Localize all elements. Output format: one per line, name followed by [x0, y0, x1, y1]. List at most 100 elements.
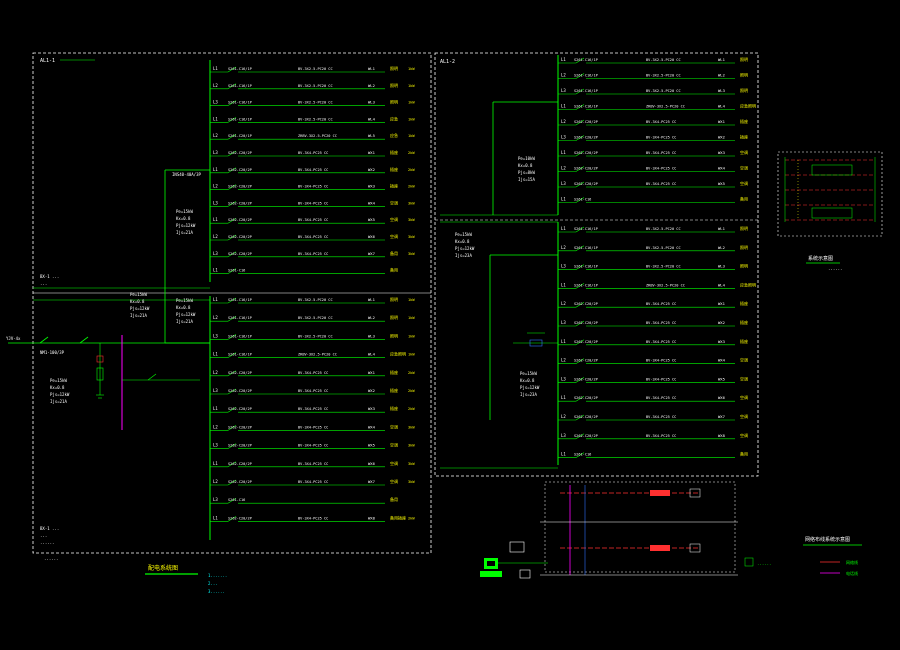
svg-text:Pe=15kW: Pe=15kW [130, 292, 147, 297]
right-panel-tag: AL1-2 [440, 59, 455, 65]
right-lower-kind: 插座 [740, 319, 748, 325]
right-lower-cable: BV-3X4-PC25 CC [646, 321, 676, 325]
right-upper-breaker: S261-C16/1P [574, 74, 598, 78]
left-upper-breaker: S261-C16/1P [228, 67, 252, 71]
left-upper-breaker: S262-C20/2P [228, 201, 252, 205]
right-upper-phase: L2 [561, 166, 566, 171]
right-lower-breaker: S262-C20/2P [574, 434, 598, 438]
right-lower-phase: L2 [561, 301, 566, 306]
right-lower-phase: L1 [561, 226, 566, 231]
svg-text:Pjs=12kW: Pjs=12kW [50, 392, 70, 397]
left-upper-id: WL1 [368, 66, 376, 71]
left-upper-phase: L3 [213, 150, 218, 155]
left-lower-load: 2kW [408, 371, 415, 375]
right-upper-kind: 插座 [740, 134, 748, 140]
right-upper-phase: L2 [561, 119, 566, 124]
left-lower-load: 3kW [408, 444, 415, 448]
right-lower-phase: L3 [561, 376, 566, 381]
left-lower-phase: L2 [213, 479, 218, 484]
right-upper-cable: BV-3X4-PC25 CC [646, 167, 676, 171]
left-lower-phase: L3 [213, 333, 218, 338]
left-lower-id: WX6 [368, 461, 376, 466]
left-lower-breaker: S262-C20/2P [228, 480, 252, 484]
right-upper-id: WL2 [718, 73, 725, 78]
svg-text:Kx=0.8: Kx=0.8 [455, 239, 470, 244]
left-upper-breaker: S261-C16 [228, 269, 245, 273]
right-upper-cable: BV-3X4-PC25 CC [646, 151, 676, 155]
left-lower-id: WL4 [368, 352, 376, 357]
left-lower-phase: L3 [213, 497, 218, 502]
right-lower-phase: L3 [561, 320, 566, 325]
right-upper-cable: BV-3X4-PC25 CC [646, 120, 676, 124]
right-upper-breaker: S261-C16/1P [574, 89, 598, 93]
right-upper-breaker: S262-C20/2P [574, 136, 598, 140]
svg-text:NM1-100/3P: NM1-100/3P [40, 350, 65, 355]
right-lower-id: WX5 [718, 376, 725, 381]
svg-text:Pjs=8kW: Pjs=8kW [518, 170, 535, 175]
left-upper-cable: BV-3X4-PC25 CC [298, 218, 328, 222]
svg-text:Ijs=21A: Ijs=21A [130, 313, 147, 318]
left-upper-kind: 空调 [390, 199, 398, 205]
left-upper-id: WL4 [368, 116, 376, 121]
left-upper-phase: L1 [213, 268, 218, 273]
svg-text:Pjs=12kW: Pjs=12kW [130, 306, 150, 311]
right-lower-phase: L1 [561, 452, 566, 457]
left-panel-title: 配电系统图 [148, 564, 178, 572]
right-lower-cable: BV-3X4-PC25 CC [646, 415, 676, 419]
right-lower-breaker: S261-C16/1P [574, 246, 598, 250]
right-lower-cable: BV-3X4-PC25 CC [646, 396, 676, 400]
left-upper-load: 1kW [408, 84, 415, 88]
right-lower-kind: 照明 [740, 245, 748, 250]
left-lower-phase: L1 [213, 515, 218, 520]
svg-text:Ijs=15A: Ijs=15A [518, 177, 535, 182]
side-diagram: 系统示意图 ...... [777, 151, 883, 271]
right-lower-id: WX4 [718, 358, 726, 363]
right-upper-id: WX4 [718, 166, 726, 171]
left-lower-phase: L2 [213, 424, 218, 429]
right-lower-phase: L3 [561, 433, 566, 438]
left-upper-cable: BV-3X2.5-PC20 CC [298, 84, 333, 88]
right-upper-id: WL4 [718, 104, 726, 109]
svg-text:Pe=15kW: Pe=15kW [176, 209, 193, 214]
left-lower-kind: 空调 [390, 478, 398, 484]
left-upper-kind: 空调 [390, 216, 398, 222]
left-upper-load: 1kW [408, 101, 415, 105]
right-lower-id: WL2 [718, 245, 725, 250]
left-upper-breaker: S262-C20/2P [228, 235, 252, 239]
left-params: Pe=15kW Kx=0.8 Pjs=12kW Ijs=21A INS40-40… [6, 172, 201, 545]
left-lower-cable: BV-3X4-PC25 CC [298, 425, 328, 429]
left-upper-phase: L1 [213, 167, 218, 172]
right-lower-cable: BV-3X4-PC25 CC [646, 302, 676, 306]
left-lower-phase: L1 [213, 352, 218, 357]
left-upper-load: 3kW [408, 218, 415, 222]
left-lower-breaker: S262-C20/2P [228, 516, 252, 520]
right-lower-kind: 空调 [740, 357, 748, 363]
right-upper-cable: BV-3X2.5-PC20 CC [646, 58, 681, 62]
left-lower-kind: 插座 [390, 369, 398, 375]
left-upper-load: 2kW [408, 151, 415, 155]
svg-text:YJV-4x: YJV-4x [6, 336, 21, 341]
left-upper-id: WX5 [368, 217, 375, 222]
left-note-1: 1....... [208, 573, 227, 578]
left-upper-load: 3kW [408, 235, 415, 239]
right-upper-phase: L1 [561, 57, 566, 62]
right-lower-breaker: S262-C20/2P [574, 302, 598, 306]
left-lower-id: WL1 [368, 297, 376, 302]
right-lower-id: WX6 [718, 395, 726, 400]
right-lower-kind: 插座 [740, 300, 748, 306]
svg-text:Ijs=21A: Ijs=21A [176, 319, 193, 324]
left-upper-cable: BV-3X2.5-PC20 CC [298, 101, 333, 105]
left-lower-cable: BV-3X2.5-PC20 CC [298, 298, 333, 302]
right-upper-kind: 空调 [740, 149, 748, 155]
